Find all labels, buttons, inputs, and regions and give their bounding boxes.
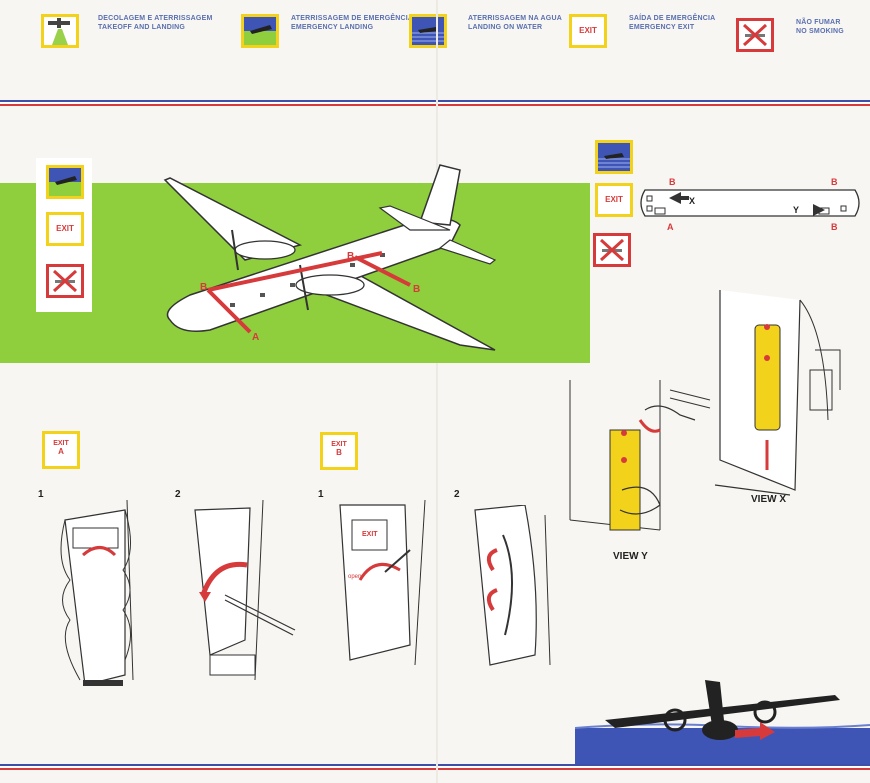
- cabin-label-y: Y: [793, 205, 799, 215]
- water-landing-icon: [595, 140, 633, 174]
- emergency-landing-icon: [46, 165, 84, 199]
- exit-a-step-2: 2: [175, 489, 181, 500]
- cabin-label-a: A: [667, 222, 674, 232]
- door-open-text: open: [348, 574, 361, 580]
- exit-b-letter: B: [336, 448, 342, 457]
- cabin-label-b2: B: [831, 177, 838, 187]
- aircraft-illustration: B A B B: [163, 164, 497, 351]
- exit-icon: EXIT: [569, 14, 607, 48]
- takeoff-landing-icon: [41, 14, 79, 48]
- exit-b-step2-illustration: [474, 505, 551, 666]
- exit-a-exit: EXIT: [53, 440, 69, 447]
- exit-b-exit: EXIT: [331, 441, 347, 448]
- water-landing-scene: [575, 680, 870, 764]
- plane-label-b1: B: [200, 282, 207, 293]
- exit-icon-label: EXIT: [56, 224, 74, 233]
- water-landing-icon: [409, 14, 447, 48]
- view-x-label: VIEW X: [751, 494, 787, 505]
- door-exit-text: EXIT: [362, 531, 378, 538]
- plane-label-b2: B: [347, 251, 354, 262]
- exit-icon: EXIT: [46, 212, 84, 246]
- exit-a-step1-illustration: [60, 500, 134, 686]
- exit-icon-label: EXIT: [605, 195, 623, 204]
- cabin-label-x: X: [689, 196, 695, 206]
- exit-icon: EXIT: [595, 183, 633, 217]
- exit-a-step-1: 1: [38, 489, 44, 500]
- exit-icon-label: EXIT: [579, 26, 597, 35]
- cabin-label-b1: B: [669, 177, 676, 187]
- view-y-label: VIEW Y: [613, 551, 648, 562]
- exit-a-badge: EXIT A: [42, 431, 80, 469]
- exit-a-step2-illustration: [194, 500, 296, 681]
- exit-b-badge: EXIT B: [320, 432, 358, 470]
- top-stripe: [0, 100, 870, 106]
- exit-a-letter: A: [58, 447, 64, 456]
- no-smoking-icon: [46, 264, 84, 298]
- cabin-plan: B A X Y B B: [640, 177, 860, 232]
- door-views-illustration: [569, 290, 841, 531]
- emergency-landing-icon: [241, 14, 279, 48]
- exit-b-step-1: 1: [318, 489, 324, 500]
- cabin-label-b3: B: [831, 222, 838, 232]
- bottom-stripe: [0, 764, 870, 770]
- fold-line: [436, 0, 438, 783]
- no-smoking-icon: [736, 18, 774, 52]
- plane-label-a: A: [252, 332, 259, 343]
- exit-b-step1-illustration: EXIT open: [339, 500, 426, 666]
- exit-b-step-2: 2: [454, 489, 460, 500]
- plane-label-b3: B: [413, 284, 420, 295]
- no-smoking-icon: [593, 233, 631, 267]
